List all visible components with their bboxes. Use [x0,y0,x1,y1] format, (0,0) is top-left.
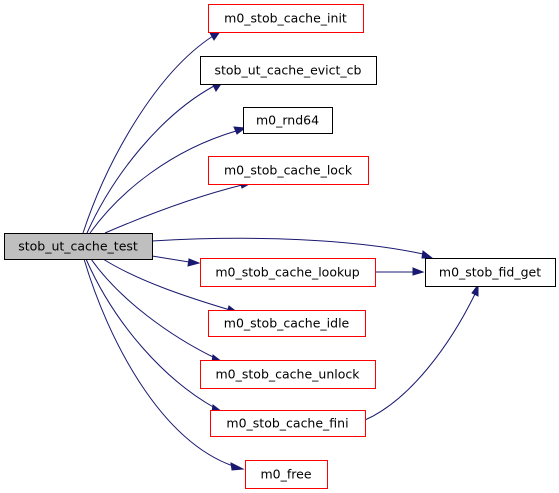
edge-stob_ut_cache_test-to-stob_ut_cache_evict_cb [86,80,225,234]
node-m0_stob_cache_fini[interactable]: m0_stob_cache_fini [210,410,366,437]
node-label: m0_stob_cache_unlock [216,367,361,382]
node-label: m0_stob_cache_init [224,11,347,26]
edge-arrowhead [471,283,479,297]
edge-line [102,258,231,311]
node-m0_free[interactable]: m0_free [245,460,328,489]
node-label: stob_ut_cache_test [18,239,138,254]
node-box[interactable] [210,410,366,437]
edge-line [82,35,214,234]
node-root-stob_ut_cache_test[interactable]: stob_ut_cache_test [4,233,153,260]
edge-stob_ut_cache_test-to-m0_stob_fid_get [151,237,434,259]
edge-line [86,85,215,234]
node-m0_stob_fid_get[interactable]: m0_stob_fid_get [425,258,556,287]
node-label: m0_stob_cache_lock [224,163,353,178]
edge-stob_ut_cache_test-to-m0_rnd64 [89,126,247,234]
node-label: m0_free [260,467,311,482]
node-label: m0_stob_cache_idle [224,316,350,331]
node-label: m0_stob_fid_get [439,265,541,280]
edge-line [104,184,243,234]
edge-arrowhead [233,126,247,135]
edge-line [151,255,190,263]
node-box[interactable] [200,360,376,389]
edge-arrowhead [421,250,434,259]
node-box[interactable] [243,107,333,134]
node-stob_ut_cache_evict_cb[interactable]: stob_ut_cache_evict_cb [200,56,377,85]
edge-line [90,258,216,359]
edge-arrowhead [187,258,201,267]
node-box[interactable] [200,56,377,85]
edge-line [89,130,237,234]
edge-arrowhead [412,267,425,276]
edge-stob_ut_cache_test-to-m0_free [83,258,245,471]
edge-stob_ut_cache_test-to-m0_stob_cache_lookup [151,255,201,267]
node-box[interactable] [208,156,369,185]
node-box[interactable] [4,233,153,260]
node-m0_rnd64[interactable]: m0_rnd64 [243,107,333,134]
edge-line [151,237,424,255]
nodes-layer: stob_ut_cache_test m0_stob_cache_initstob… [4,4,556,489]
node-box[interactable] [208,4,364,33]
node-m0_stob_cache_init[interactable]: m0_stob_cache_init [208,4,364,33]
node-m0_stob_cache_lookup[interactable]: m0_stob_cache_lookup [200,258,376,287]
node-box[interactable] [208,310,366,337]
edge-arrowhead [230,462,245,471]
node-m0_stob_cache_idle[interactable]: m0_stob_cache_idle [208,310,366,337]
node-box[interactable] [425,258,556,287]
node-label: m0_stob_cache_fini [226,416,348,431]
edge-m0_stob_cache_lookup-to-m0_stob_fid_get [375,267,425,276]
node-label: m0_stob_cache_lookup [215,265,359,280]
node-label: stob_ut_cache_evict_cb [215,63,362,78]
edge-line [85,258,216,409]
node-m0_stob_cache_lock[interactable]: m0_stob_cache_lock [208,156,369,185]
node-m0_stob_cache_unlock[interactable]: m0_stob_cache_unlock [200,360,376,389]
edge-stob_ut_cache_test-to-m0_stob_cache_lock [104,180,253,234]
edge-line [364,293,476,421]
node-label: m0_rnd64 [256,113,319,128]
node-box[interactable] [200,258,376,287]
node-box[interactable] [245,460,328,489]
edge-m0_stob_cache_fini-to-m0_stob_fid_get [364,283,479,421]
edge-line [83,258,234,467]
